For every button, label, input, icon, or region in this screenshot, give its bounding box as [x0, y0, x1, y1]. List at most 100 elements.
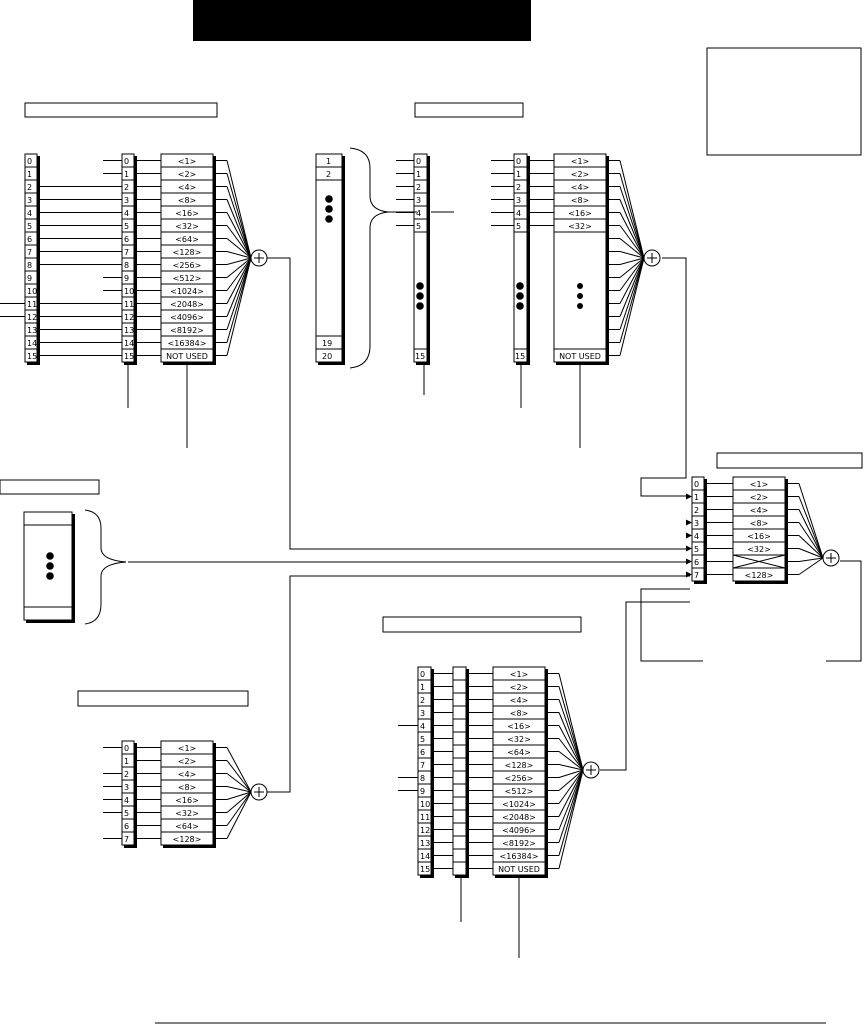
right-input-arrow	[686, 571, 692, 578]
weight-label: <32>	[175, 222, 199, 231]
fan-wire	[558, 751, 584, 771]
index-label: 4	[420, 722, 425, 731]
weight-label: <8>	[571, 196, 590, 205]
index-label: 1	[27, 170, 32, 179]
bottom-center-sum-node	[582, 761, 600, 779]
weight-label: <16>	[175, 796, 199, 805]
fan-wire	[798, 557, 824, 562]
index-label: 0	[416, 157, 421, 166]
block-header-top-left	[24, 102, 218, 118]
column-shadow	[606, 156, 609, 364]
column-shadow	[466, 669, 469, 877]
bottom-left-fan	[213, 747, 252, 839]
ellipsis-dot	[325, 195, 333, 203]
index-label: 3	[694, 519, 699, 528]
fan-wire	[226, 257, 252, 317]
fan-wire	[558, 769, 584, 817]
top-middle-ellipsis-c	[577, 283, 583, 309]
fan-wire	[226, 257, 252, 291]
index-label: 10	[124, 287, 134, 296]
weight-label: <1>	[750, 480, 769, 489]
weight-label: <16>	[568, 209, 592, 218]
fan-wire	[558, 769, 584, 804]
index-label: 15	[515, 352, 525, 361]
weight-label: NOT USED	[559, 352, 601, 361]
fan-wire	[619, 225, 645, 259]
index-label: 1	[416, 170, 421, 179]
fan-wire	[226, 225, 252, 259]
weight-label: <2048>	[502, 813, 536, 822]
index-cell	[24, 348, 38, 363]
stack-cell	[23, 511, 73, 526]
fan-wire	[558, 738, 584, 771]
index-label: 6	[124, 822, 129, 831]
weight-label: <2>	[178, 170, 197, 179]
ellipsis-dot	[516, 292, 524, 300]
weight-label: NOT USED	[166, 352, 208, 361]
left-middle-ellipsis	[46, 552, 54, 580]
ellipsis-dot	[46, 572, 54, 580]
index-label: 2	[516, 183, 521, 192]
index-label: 14	[124, 339, 134, 348]
block-header-bottom-center	[382, 616, 582, 633]
index-label: 2	[416, 183, 421, 192]
fan-wire	[619, 173, 645, 259]
fan-wire	[798, 557, 824, 575]
top-left-fan	[213, 160, 252, 356]
column-shadow	[527, 156, 530, 364]
fan-wire	[226, 786, 252, 793]
selector-brace	[349, 147, 389, 369]
fan-wire	[619, 238, 645, 259]
weight-label: <1>	[571, 157, 590, 166]
weight-label: <2>	[571, 170, 590, 179]
column-shadow	[37, 156, 40, 364]
index-label: 7	[124, 835, 129, 844]
fan-wire	[558, 769, 584, 778]
top-left-sum-node	[250, 249, 268, 267]
weight-label: <2>	[178, 757, 197, 766]
left-middle-stack	[23, 511, 75, 623]
index-label: 15	[415, 352, 425, 361]
fan-wire	[226, 773, 252, 793]
column-shadow	[427, 156, 430, 364]
crossed-cell-mark	[732, 554, 786, 569]
fan-wire	[226, 212, 252, 259]
ellipsis-dot	[577, 293, 583, 299]
fan-wire	[226, 791, 252, 826]
bottom-left-sum-node	[250, 783, 268, 801]
index-cell	[452, 835, 467, 850]
index-label: 0	[516, 157, 521, 166]
weight-label: <8>	[178, 783, 197, 792]
diagram-blocks: 0123456789101112131415012345678910111213…	[0, 153, 840, 878]
bottom-center-weight-column: <1><2><4><8><16><32><64><128><256><512><…	[492, 666, 548, 878]
stack-cell	[23, 606, 73, 621]
fan-wire	[798, 535, 824, 559]
fan-wire	[619, 199, 645, 259]
fan-wire	[226, 791, 252, 813]
fan-wire	[558, 769, 584, 791]
fan-wire	[619, 257, 645, 356]
index-label: 9	[27, 274, 32, 283]
left-middle-brace	[84, 509, 127, 625]
fan-wire	[226, 760, 252, 793]
index-cell	[452, 757, 467, 772]
column-shadow	[495, 875, 548, 878]
fan-wire	[226, 257, 252, 330]
fan-wire	[226, 160, 252, 259]
ellipsis-dot	[46, 552, 54, 560]
index-label: 6	[694, 558, 699, 567]
weight-label: <512>	[505, 787, 534, 796]
column-shadow	[704, 479, 707, 583]
column-shadow	[124, 362, 137, 365]
index-cell	[452, 822, 467, 837]
index-label: 2	[694, 506, 699, 515]
index-cell	[452, 731, 467, 746]
fan-wire	[798, 509, 824, 559]
index-label: 5	[420, 735, 425, 744]
weight-label: <4096>	[170, 313, 204, 322]
weight-label: <16384>	[500, 852, 539, 861]
index-cell	[452, 861, 467, 876]
index-label: 5	[694, 545, 699, 554]
